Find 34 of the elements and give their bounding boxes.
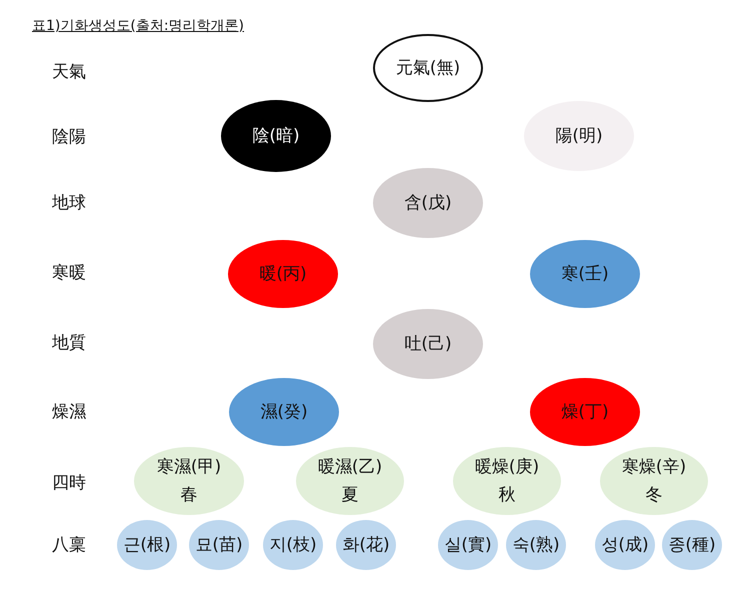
season-label: 冬 <box>646 484 662 507</box>
node-label: 陰(暗) <box>252 125 300 147</box>
season-label: 春 <box>180 484 198 507</box>
row-label: 燥濕 <box>52 401 86 423</box>
row-label: 八稟 <box>52 534 86 556</box>
node-label: 실(實) <box>444 534 492 556</box>
row-label: 四時 <box>52 472 86 494</box>
season-label: 秋 <box>498 484 516 507</box>
node-label: 종(種) <box>668 534 716 556</box>
row-label: 地質 <box>52 332 86 354</box>
node-label: 寒濕(甲) <box>156 456 222 479</box>
node-label: 숙(熟) <box>512 534 560 556</box>
node-label: 暖(丙) <box>259 263 307 285</box>
diagram-title: 표1)기화생성도(출처:명리학개론) <box>32 17 244 35</box>
row-label: 地球 <box>52 192 86 214</box>
node-label: 陽(明) <box>555 125 603 147</box>
node-label: 含(戊) <box>404 192 452 214</box>
node-label: 지(枝) <box>269 534 317 556</box>
node-label: 元氣(無) <box>396 57 460 79</box>
node-label: 暖燥(庚) <box>474 456 540 479</box>
row-label: 陰陽 <box>52 126 86 148</box>
row-label: 寒暖 <box>52 262 86 284</box>
node-label: 근(根) <box>123 534 171 556</box>
season-label: 夏 <box>342 484 358 507</box>
node-label: 성(成) <box>601 534 649 556</box>
node-label: 寒(壬) <box>561 263 609 285</box>
node-label: 묘(苗) <box>195 534 243 556</box>
node-label: 화(花) <box>342 534 390 556</box>
node-label: 寒燥(辛) <box>622 456 686 479</box>
node-label: 濕(癸) <box>260 401 308 423</box>
node-label: 吐(己) <box>404 333 452 355</box>
row-label: 天氣 <box>52 61 86 83</box>
node-label: 燥(丁) <box>561 401 609 423</box>
node-label: 暖濕(乙) <box>318 456 382 479</box>
